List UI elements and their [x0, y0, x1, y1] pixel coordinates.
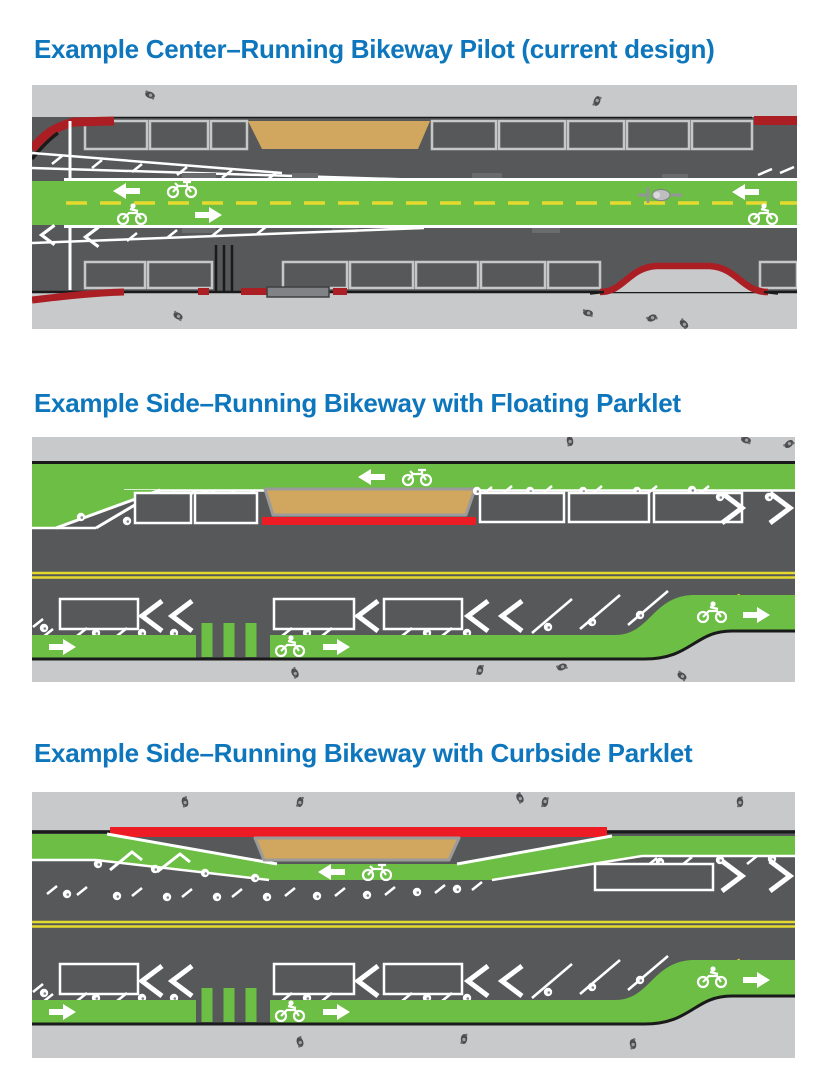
red-safety-stripe	[262, 517, 476, 525]
floating-parklet	[263, 487, 477, 517]
section-title-center-running: Example Center–Running Bikeway Pilot (cu…	[34, 34, 715, 64]
bikeway-top	[32, 832, 795, 882]
bikeway-top	[32, 464, 795, 492]
bottom-curb-line	[32, 629, 795, 661]
center-bikeway	[32, 173, 797, 233]
diagram-center-running	[32, 85, 797, 329]
parking-circle-icon	[76, 512, 86, 522]
double-yellow-centerline	[32, 920, 795, 928]
diagram-curbside-parklet	[32, 792, 795, 1058]
red-curb-bulb	[599, 262, 769, 296]
parking-lane-top	[83, 119, 754, 151]
red-curb-bottom-left	[32, 288, 125, 304]
bollard-icon	[245, 988, 257, 1022]
parking-lane-bottom	[83, 245, 797, 296]
red-safety-stripe	[110, 827, 607, 837]
bollard-icon	[201, 988, 213, 1022]
curb-extension	[644, 996, 795, 1058]
section-title-floating-parklet: Example Side–Running Bikeway with Floati…	[34, 388, 681, 418]
bollard-icon	[223, 623, 235, 657]
parklet-platform	[248, 121, 430, 149]
curb-extension	[644, 631, 795, 682]
bench	[266, 286, 330, 298]
bollard-icon	[201, 623, 213, 657]
post-markings	[214, 245, 234, 291]
driveway-crossing	[196, 593, 270, 659]
taper-markings-bottom	[32, 223, 425, 249]
bollard-icon	[245, 623, 257, 657]
double-yellow-centerline	[32, 571, 795, 579]
red-curb-top-right	[754, 116, 797, 125]
red-curb-top-left	[32, 116, 115, 161]
curbside-parklet	[253, 836, 461, 862]
parking-circle-icon	[122, 516, 132, 526]
bottom-curb-details	[32, 286, 347, 304]
section-title-curbside-parklet: Example Side–Running Bikeway with Curbsi…	[34, 738, 693, 768]
bollard-icon	[223, 988, 235, 1022]
buffer-markings	[45, 850, 790, 902]
driveway-crossing	[196, 958, 270, 1024]
diagram-floating-parklet	[32, 437, 795, 682]
parking-lane-top	[133, 484, 790, 525]
bottom-curb-line	[32, 994, 795, 1026]
parking-lane-bottom	[32, 955, 741, 1004]
